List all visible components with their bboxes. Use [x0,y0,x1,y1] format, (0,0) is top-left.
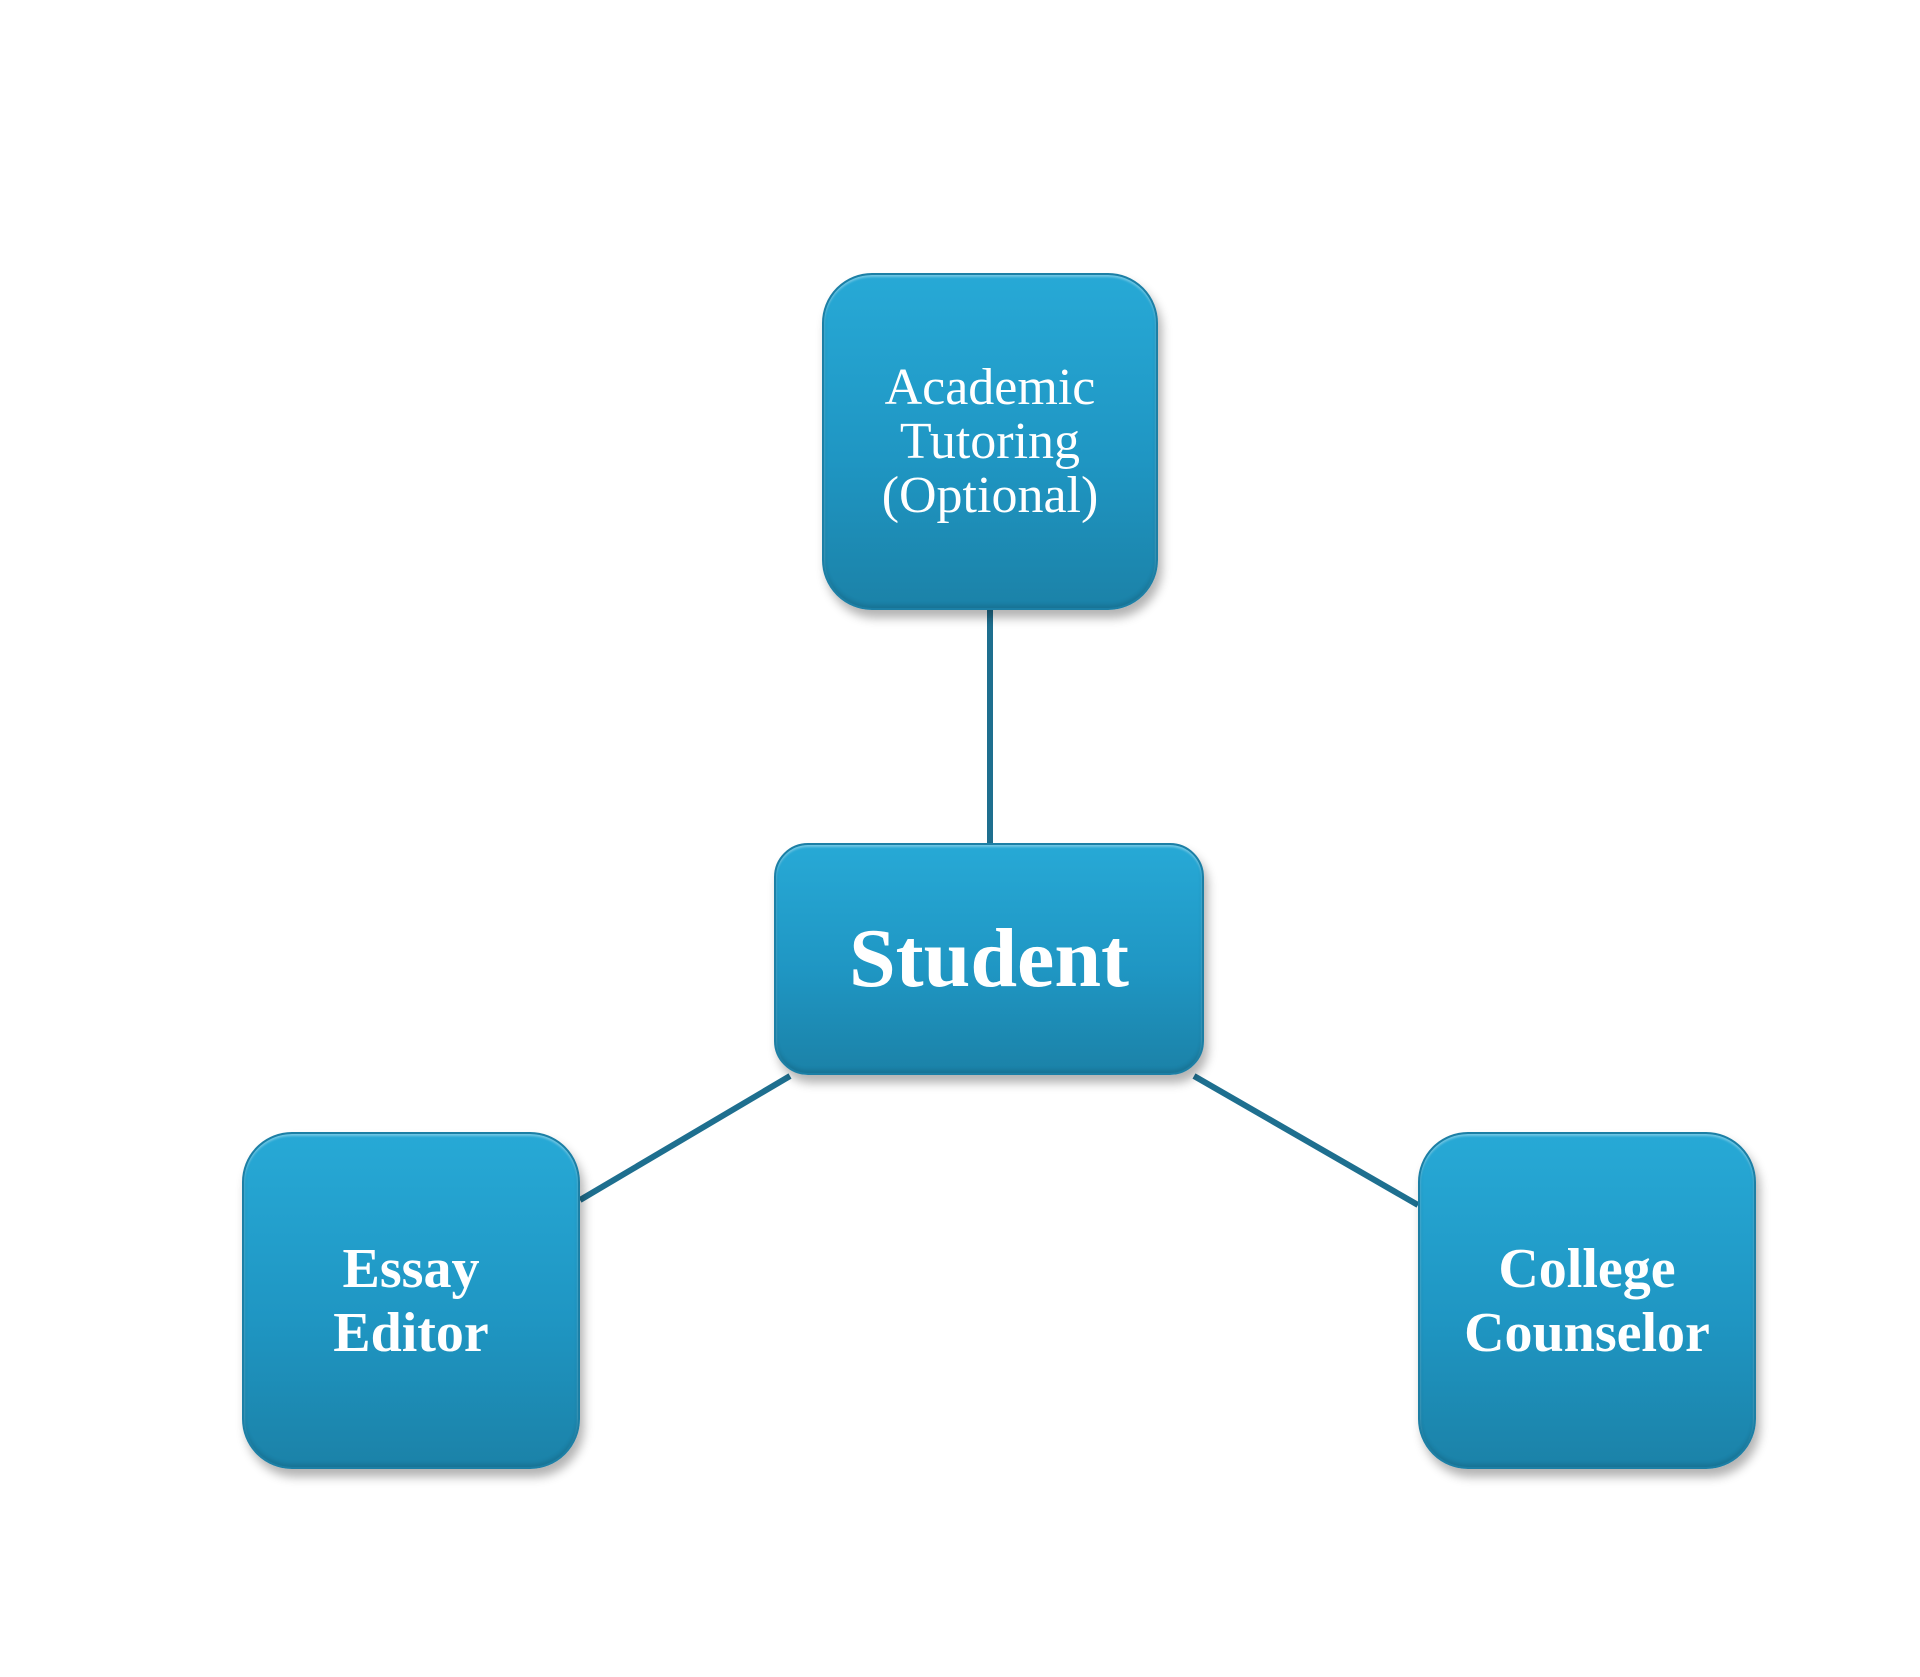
node-essay-editor: Essay Editor [242,1132,580,1469]
connector-student-counselor [1192,1073,1420,1208]
node-student: Student [774,843,1204,1075]
node-academic-tutoring: Academic Tutoring (Optional) [822,273,1158,610]
node-essay-editor-label: Essay Editor [333,1237,489,1364]
connector-student-essay [578,1073,792,1203]
node-academic-tutoring-label: Academic Tutoring (Optional) [881,358,1099,524]
node-college-counselor-label: College Counselor [1464,1237,1710,1364]
node-college-counselor: College Counselor [1418,1132,1756,1469]
node-student-label: Student [848,912,1130,1005]
